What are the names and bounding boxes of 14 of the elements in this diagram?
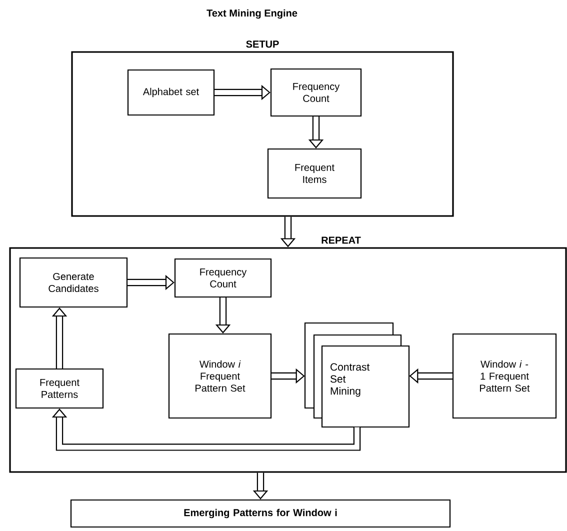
process-box: Frequency Count	[174, 258, 272, 298]
hollow-arrow	[52, 408, 361, 451]
diagram-title: Text Mining Engine	[206, 9, 298, 19]
process-box: Generate Candidates	[19, 257, 128, 308]
stacked-process-box: Contrast Set Mining	[304, 322, 410, 428]
process-box: Frequent Patterns	[15, 368, 104, 409]
process-box: Window i Frequent Pattern Set	[168, 333, 272, 419]
node-label: SETUP	[246, 40, 279, 48]
process-box: Frequent Items	[267, 148, 362, 199]
process-box: Window i -1 Frequent Pattern Set	[452, 333, 557, 419]
process-box: Emerging Patterns for Window i	[70, 499, 451, 528]
process-box: Frequency Count	[270, 68, 362, 117]
node-label: REPEAT	[322, 236, 361, 244]
process-box: Alphabet set	[127, 69, 215, 116]
